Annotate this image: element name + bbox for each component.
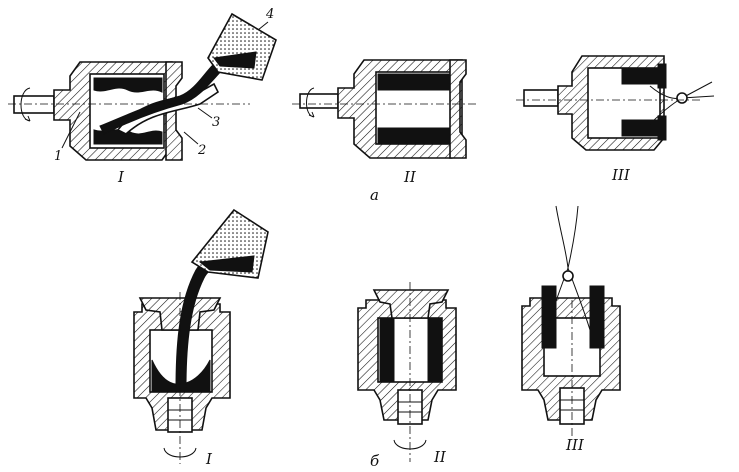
bottom-stage-1-pouring [133,208,269,464]
tongs-pivot [676,92,688,104]
rotation-arrow-icon [20,87,31,122]
top-stage-2-solidified [292,59,478,159]
callout-4: 4 [265,7,274,22]
casting-top [377,73,457,91]
casting-end-top [657,63,667,89]
tongs-pivot [562,270,574,282]
top-stage-3-extraction [516,55,715,151]
casting-right [589,285,605,349]
stage-label-top-3: III [611,166,631,184]
casting-bottom [377,127,457,145]
callout-2: 2 [197,143,206,158]
casting-end-bottom [657,115,667,141]
row-label-top: а [370,186,379,204]
spindle-shaft [299,93,339,109]
ladle-metal [198,255,255,273]
top-stage-1-pouring [8,12,277,161]
metal-layer-top [93,77,163,93]
spindle-shaft [523,89,559,107]
stage-label-bottom-2: II [433,448,447,466]
stage-label-top-1: I [117,168,125,186]
tongs [547,205,591,331]
stage-label-bottom-3: III [565,436,585,454]
casting-left [541,285,557,349]
mould-cover [449,59,467,159]
row-label-bottom: б [370,452,380,470]
callout-1: 1 [54,149,62,164]
mould-cover [372,289,450,319]
bottom-stage-2-solidified [357,282,457,462]
tongs [649,81,715,125]
casting-left [379,317,395,383]
bottom-stage-3-extraction [521,205,621,440]
spindle-shaft [13,95,55,114]
stage-label-bottom-1: I [205,450,213,468]
ladle-metal [213,51,257,69]
callout-3: 3 [212,115,220,130]
rotation-arrow-icon [306,87,315,118]
stage-label-top-2: II [403,168,417,186]
casting-right [427,317,443,383]
